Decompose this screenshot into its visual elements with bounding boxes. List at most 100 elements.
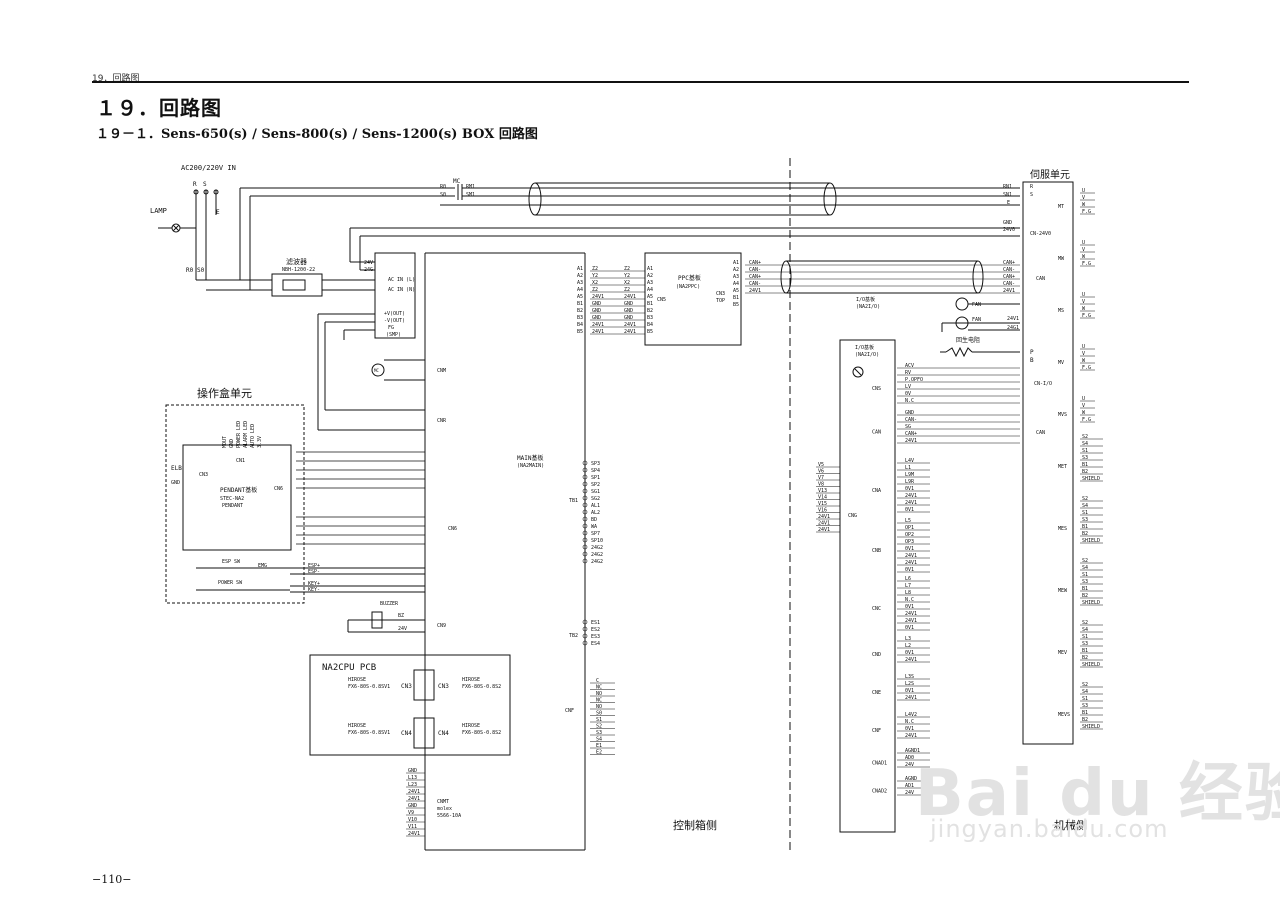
servo-encoder-pin: S2 — [1082, 682, 1088, 688]
cnf-signal: NO — [596, 704, 602, 710]
io-connector-label: CND — [872, 652, 881, 658]
operation-box — [165, 404, 305, 604]
io-signal: SG — [905, 424, 911, 430]
ppc-can-signal: CAN+ — [749, 274, 761, 280]
ppc-pin-right: B2 — [647, 308, 653, 314]
ppc-cn3-pin: A1 — [733, 260, 739, 266]
servo-encoder-pin: B1 — [1082, 710, 1088, 716]
io-signal: L2S — [905, 681, 914, 687]
servo-motor-pin: F.G — [1082, 261, 1091, 267]
elb-label: ELB — [171, 465, 182, 472]
ppc-signal-b: GND — [624, 315, 633, 321]
servo-s: S — [1030, 192, 1033, 198]
ppc-pin-right: A5 — [647, 294, 653, 300]
cpu-cn3-part-right: FX6-80S-0.8S2 — [462, 684, 501, 690]
power-sw-label: POWER SW — [218, 580, 243, 586]
cpu-cn3-hirose-left: HIROSE — [348, 677, 366, 683]
io-signal: 0V1 — [905, 726, 914, 732]
emg-label: EMG — [258, 563, 267, 569]
tb2-terminal — [582, 640, 588, 646]
tb1-signal: 24G2 — [591, 552, 603, 558]
cnmt-signal: L23 — [408, 782, 417, 788]
tb2-signal: ES2 — [591, 627, 600, 633]
servo-encoder-pin: S2 — [1082, 496, 1088, 502]
power-input-label: AC200/220V IN — [181, 164, 236, 172]
servo-motor-pin: V — [1082, 403, 1085, 409]
cnmt-part: 5566-10A — [437, 813, 461, 819]
phase-s-label: S — [203, 181, 207, 188]
cnmt-signal: 24V1 — [408, 796, 420, 802]
servo-encoder-pin: S1 — [1082, 696, 1088, 702]
cnf-signal: S3 — [596, 730, 602, 736]
cng-signal: V16 — [818, 508, 827, 514]
io-signal: 24V1 — [905, 553, 917, 559]
servo-can-signal: CAN- — [1003, 267, 1015, 273]
servo-motor-pin: W — [1082, 254, 1086, 260]
servo-encoder-pin: B2 — [1082, 593, 1088, 599]
io-signal: L4V2 — [905, 712, 917, 718]
pendant-name: PENDANT基板 — [220, 486, 257, 494]
servo-encoder-pin: S4 — [1082, 441, 1088, 447]
watermark-url: jingyan.baidu.com — [930, 815, 1169, 843]
io-signal: 24V1 — [905, 695, 917, 701]
control-box-side-label: 控制箱侧 — [673, 818, 717, 832]
smp-v-minus: -V(OUT) — [384, 318, 405, 324]
cpu-cn3-connector — [413, 669, 435, 701]
servo-e: E — [1007, 200, 1010, 206]
tb1-label: TB1 — [569, 498, 578, 504]
ppc-board-name: PPC基板 — [678, 274, 701, 282]
io-signal: N.C — [905, 719, 914, 725]
io-signal: 24V1 — [905, 611, 917, 617]
smp-v-plus: +V(OUT) — [384, 311, 405, 317]
ppc-pin-left: B1 — [577, 301, 583, 307]
ppc-top: TOP — [716, 298, 725, 304]
ppc-signal-a: 24V1 — [592, 294, 604, 300]
io-signal: RV — [905, 370, 911, 376]
cpu-cn4-connector — [413, 717, 435, 749]
cnf-signal: S2 — [596, 724, 602, 730]
regen-label: 回生电阻 — [956, 336, 980, 344]
tb2-terminal — [582, 626, 588, 632]
watermark-brand: Bai du 经验 — [915, 757, 1280, 831]
ppc-pin-left: A2 — [577, 273, 583, 279]
cnmt-signal: 24V1 — [408, 789, 420, 795]
servo-encoder-label: MEV — [1058, 650, 1067, 656]
s0-label: S0 — [197, 267, 205, 274]
ppc-signal-a: Z2 — [592, 287, 598, 293]
smp-24v: 24V — [364, 260, 373, 266]
io-connector-label: CNAD1 — [872, 761, 887, 767]
tb1-signal: AL2 — [591, 510, 600, 516]
cnmt-signal: L13 — [408, 775, 417, 781]
ppc-cn3-pin: A5 — [733, 288, 739, 294]
ppc-board-model: (NA2PPC) — [676, 284, 700, 290]
io-board-name: I/O基板 — [855, 344, 874, 351]
servo-motor-pin: V — [1082, 247, 1085, 253]
tb1-terminal — [582, 509, 588, 515]
buzzer-24v: 24V — [398, 626, 407, 632]
cn1-signal: GND — [229, 439, 235, 448]
servo-axis-label: MS — [1058, 308, 1064, 314]
fan-24v: 24V1 — [1007, 316, 1019, 322]
tb1-signal-group: SP3SP4SP1SP2SG1SG2AL1AL2BDWASP7SP1024G22… — [582, 460, 603, 565]
io-signal: P.OPFO — [905, 377, 923, 383]
ppc-pin-right: B5 — [647, 329, 653, 335]
cnf-signal: E2 — [596, 750, 602, 756]
ppc-signal-b: X2 — [624, 280, 630, 286]
io-connector-group: CNSACVRVP.OPFOLV0VN.CCANGNDCAN-SGCAN+24V… — [872, 363, 1020, 796]
main-board-model: (NA2MAIN) — [517, 463, 544, 469]
ppc-signal-a: GND — [592, 301, 601, 307]
servo-encoder-pin: B1 — [1082, 586, 1088, 592]
cnmt-label: CNMT — [437, 799, 449, 805]
cng-signal: V15 — [818, 501, 827, 507]
ppc-signal-b: GND — [624, 301, 633, 307]
servo-motor-pin: U — [1082, 188, 1085, 194]
servo-rn1: RN1 — [1003, 184, 1012, 190]
io-signal: AD0 — [905, 755, 914, 761]
ppc-signal-a: 24V1 — [592, 322, 604, 328]
ppc-pin-right: A1 — [647, 266, 653, 272]
servo-encoder-pin: S3 — [1082, 517, 1088, 523]
ppc-can-signal: 24V1 — [749, 288, 761, 294]
io-signal: 24V1 — [905, 618, 917, 624]
